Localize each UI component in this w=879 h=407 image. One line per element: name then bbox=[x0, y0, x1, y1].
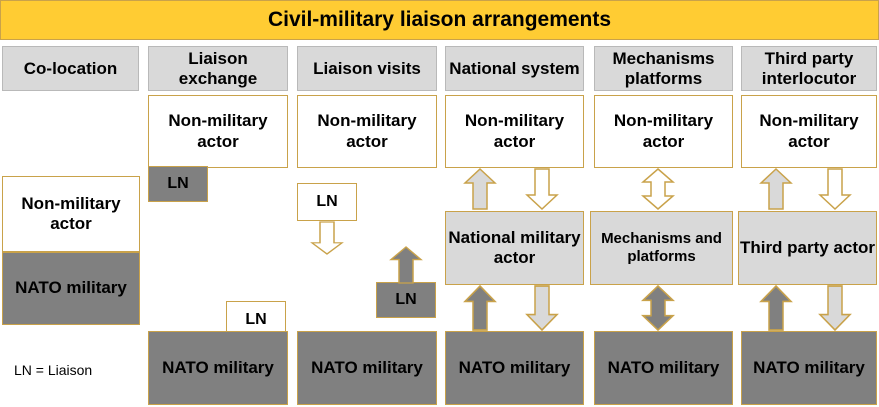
third-party-actor-box: Third party actor bbox=[738, 211, 877, 285]
header-colocation: Co-location bbox=[2, 46, 139, 91]
mechanisms-lower-double-arrow-icon bbox=[642, 285, 674, 331]
national-lower-up-arrow-icon bbox=[464, 285, 496, 331]
visits-up-arrow-icon bbox=[390, 246, 422, 284]
visits-nato-military: NATO military bbox=[297, 331, 437, 405]
header-liaison-visits: Liaison visits bbox=[297, 46, 437, 91]
mechanisms-nato-military: NATO military bbox=[594, 331, 733, 405]
thirdparty-upper-down-arrow-icon bbox=[819, 168, 851, 210]
diagram-title: Civil-military liaison arrangements bbox=[0, 0, 879, 40]
thirdparty-nato-military: NATO military bbox=[741, 331, 877, 405]
national-nato-military: NATO military bbox=[445, 331, 584, 405]
header-third-party: Third party interlocutor bbox=[741, 46, 877, 91]
mechanisms-upper-double-arrow-icon bbox=[642, 168, 674, 210]
visits-ln-white: LN bbox=[297, 183, 357, 221]
exchange-nato-military: NATO military bbox=[148, 331, 288, 405]
colocation-nato-military: NATO military bbox=[2, 252, 140, 325]
national-upper-up-arrow-icon bbox=[464, 168, 496, 210]
legend-text: LN = Liaison bbox=[14, 362, 93, 378]
visits-ln-dark: LN bbox=[376, 282, 436, 318]
mechanisms-and-platforms-box: Mechanisms and platforms bbox=[590, 211, 733, 285]
mechanisms-non-military-actor: Non-military actor bbox=[594, 95, 733, 168]
exchange-non-military-actor: Non-military actor bbox=[148, 95, 288, 168]
thirdparty-lower-down-arrow-icon bbox=[819, 285, 851, 331]
thirdparty-non-military-actor: Non-military actor bbox=[741, 95, 877, 168]
visits-non-military-actor: Non-military actor bbox=[297, 95, 437, 168]
header-liaison-exchange: Liaison exchange bbox=[148, 46, 288, 91]
exchange-ln-badge: LN bbox=[148, 166, 208, 202]
visits-down-arrow-icon bbox=[311, 221, 343, 255]
national-lower-down-arrow-icon bbox=[526, 285, 558, 331]
header-national-system: National system bbox=[445, 46, 584, 91]
thirdparty-upper-up-arrow-icon bbox=[760, 168, 792, 210]
header-mechanisms-platforms: Mechanisms platforms bbox=[594, 46, 733, 91]
colocation-non-military-actor: Non-military actor bbox=[2, 176, 140, 252]
national-non-military-actor: Non-military actor bbox=[445, 95, 584, 168]
thirdparty-lower-up-arrow-icon bbox=[760, 285, 792, 331]
national-upper-down-arrow-icon bbox=[526, 168, 558, 210]
national-military-actor: National military actor bbox=[445, 211, 584, 285]
